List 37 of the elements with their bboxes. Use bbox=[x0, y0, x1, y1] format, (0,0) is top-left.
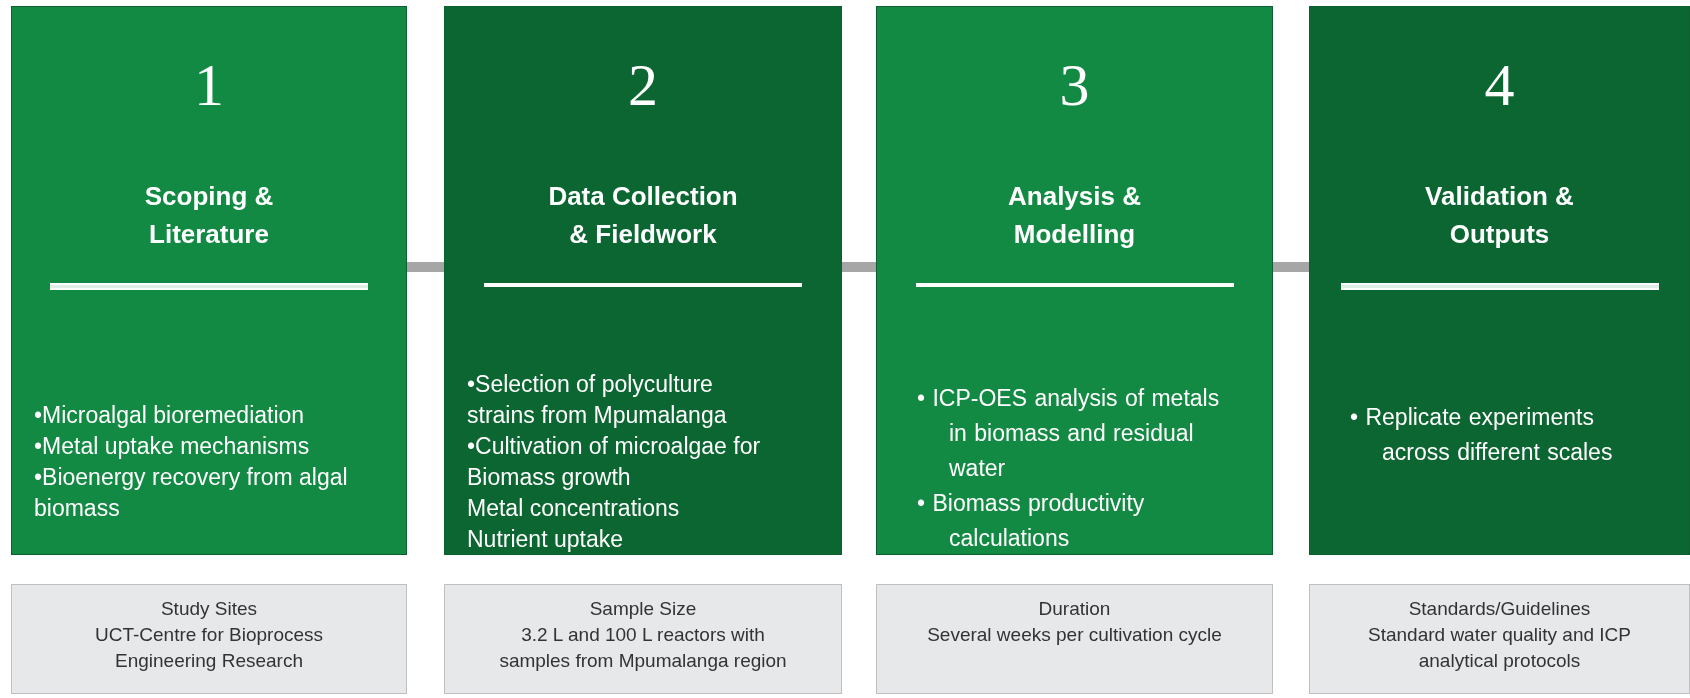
bullet-text: •Bioenergy recovery from algal biomass bbox=[34, 463, 349, 523]
stage-title: Analysis & Modelling bbox=[1007, 180, 1142, 251]
stage-card bbox=[11, 6, 407, 555]
stage-number: 1 bbox=[194, 55, 224, 115]
bullet-text: • Replicate experiments across different scales bbox=[1349, 403, 1614, 467]
connector-bar bbox=[407, 262, 444, 272]
stage-card bbox=[876, 6, 1273, 555]
info-heading: Standards/Guidelines bbox=[1408, 597, 1591, 621]
stage-title: Validation & Outputs bbox=[1424, 180, 1575, 251]
stage-number: 3 bbox=[1059, 55, 1090, 115]
stage-card bbox=[444, 6, 842, 555]
info-text: 3.2 L and 100 L reactors with samples from Mpumalanga region bbox=[498, 623, 788, 673]
stage-title: Scoping & Literature bbox=[143, 180, 275, 251]
info-heading: Duration bbox=[1038, 597, 1111, 621]
info-heading: Study Sites bbox=[160, 597, 258, 621]
bullet-text: •Cultivation of microalgae for Biomass growth bbox=[467, 432, 762, 492]
bullet-text: •Microalgal bioremediation bbox=[34, 401, 306, 430]
info-box bbox=[876, 584, 1273, 694]
info-text: Several weeks per cultivation cycle bbox=[926, 623, 1223, 647]
stage-number: 2 bbox=[628, 55, 658, 115]
bullet-text: Metal concentrations bbox=[467, 494, 681, 523]
bullet-text: • Biomass productivity calculations bbox=[916, 489, 1146, 553]
info-heading: Sample Size bbox=[589, 597, 697, 621]
info-text: Standard water quality and ICP analytical protocols bbox=[1367, 623, 1632, 673]
bullet-text: •Selection of polyculture strains from Mpumalanga bbox=[467, 370, 728, 430]
stage-card bbox=[1309, 6, 1690, 555]
info-box bbox=[1309, 584, 1690, 694]
stage-number: 4 bbox=[1484, 55, 1515, 115]
bullet-text: Nutrient uptake bbox=[467, 525, 624, 554]
bullet-text: •Metal uptake mechanisms bbox=[34, 432, 311, 461]
connector-bar bbox=[1273, 262, 1309, 272]
info-box bbox=[444, 584, 842, 694]
info-box bbox=[11, 584, 407, 694]
connector-bar bbox=[842, 262, 876, 272]
stage-title: Data Collection & Fieldwork bbox=[547, 180, 739, 251]
info-text: UCT-Centre for Bioprocess Engineering Research bbox=[93, 623, 325, 673]
bullet-text: • ICP-OES analysis of metals in biomass and residual water bbox=[916, 384, 1221, 483]
